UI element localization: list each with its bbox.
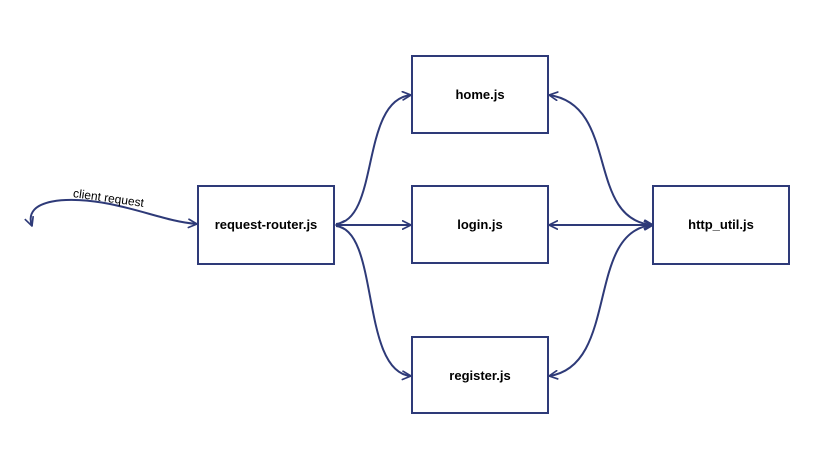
node-label-request-router: request-router.js: [215, 217, 318, 232]
node-home: home.js: [411, 55, 549, 134]
node-http-util: http_util.js: [652, 185, 790, 265]
node-request-router: request-router.js: [197, 185, 335, 265]
edge-home-to-http: [548, 91, 654, 230]
edge-register-to-http: [548, 220, 654, 380]
edge-client-to-router: [24, 199, 198, 229]
edge-router-to-register: [335, 225, 412, 381]
nodes-layer: home.js login.js register.js request-rou…: [197, 55, 790, 414]
edge-label-client-request: client request: [72, 186, 145, 210]
node-login: login.js: [411, 185, 549, 264]
edge-router-to-home: [335, 90, 412, 225]
node-label-register: register.js: [449, 368, 510, 383]
node-register: register.js: [411, 336, 549, 414]
edges-layer: client request: [24, 90, 654, 381]
node-label-http-util: http_util.js: [688, 217, 754, 232]
node-label-login: login.js: [457, 217, 503, 232]
node-label-home: home.js: [455, 87, 504, 102]
